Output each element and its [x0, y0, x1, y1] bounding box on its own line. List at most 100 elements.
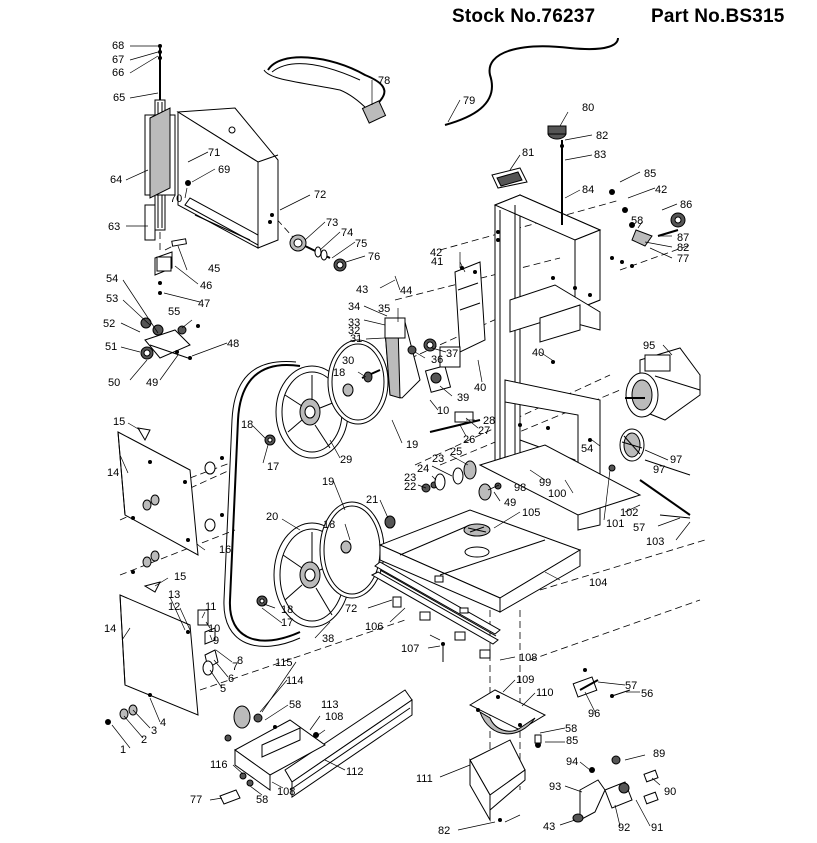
wheel-tires: [319, 339, 389, 599]
callout: 65: [113, 92, 125, 104]
callout: 106: [365, 621, 383, 633]
callout: 35: [378, 303, 390, 315]
callout: 11: [205, 601, 216, 613]
callout: 114: [286, 675, 304, 687]
callout: 87: [677, 232, 689, 244]
upper-wheel-housing: [176, 107, 279, 249]
callout: 17: [281, 617, 293, 629]
callout: 39: [457, 392, 469, 404]
callout: 26: [463, 434, 475, 446]
callout: 21: [366, 494, 378, 506]
callout: 15: [174, 571, 186, 583]
callout: 2: [141, 734, 147, 746]
part-number: Part No.BS315: [651, 6, 785, 27]
callout: 91: [651, 822, 663, 834]
callout: 24: [417, 463, 429, 475]
callout: 90: [664, 786, 676, 798]
callout: 81: [522, 147, 534, 159]
callout: 7: [232, 661, 238, 673]
callout: 9: [213, 635, 219, 647]
title-bar: Stock No.76237 Part No.BS315: [0, 6, 817, 32]
callout: 64: [110, 174, 122, 186]
callout: 34: [348, 301, 360, 313]
callout: 47: [198, 298, 210, 310]
callout: 97: [670, 454, 682, 466]
callout: 102: [620, 507, 638, 519]
callout: 112: [346, 766, 364, 778]
callout: 69: [218, 164, 230, 176]
callout: 46: [200, 280, 212, 292]
tension-assembly: [289, 234, 347, 272]
callout: 63: [108, 221, 120, 233]
callout: 48: [227, 338, 239, 350]
callout: 50: [108, 377, 120, 389]
callout: 6: [228, 673, 234, 685]
callout: 93: [549, 781, 561, 793]
upper-guide-parts: [140, 238, 200, 360]
callout: 95: [643, 340, 655, 352]
callout: 22: [404, 481, 416, 493]
callout: 8: [237, 655, 243, 667]
callout: 101: [606, 518, 624, 530]
saw-frame: [478, 194, 642, 531]
callout: 41: [431, 256, 443, 268]
callout: 82: [677, 242, 689, 254]
callout: 14: [104, 623, 116, 635]
work-table: [370, 509, 582, 662]
top-knob-assembly: [491, 125, 686, 268]
callout: 18: [281, 604, 293, 616]
callout: 53: [106, 293, 118, 305]
callout: 77: [190, 794, 202, 806]
callout: 70: [170, 193, 182, 205]
callout: 94: [566, 756, 578, 768]
callout: 56: [641, 688, 653, 700]
callout: 57: [633, 522, 645, 534]
callout: 85: [644, 168, 656, 180]
callout: 19: [322, 476, 334, 488]
callout: 79: [463, 95, 475, 107]
callout: 104: [589, 577, 607, 589]
callout: 58: [256, 794, 268, 806]
wheel-covers: [105, 427, 276, 725]
callout: 77: [677, 253, 689, 265]
callout: 78: [378, 75, 390, 87]
callout: 67: [112, 54, 124, 66]
callout: 110: [536, 687, 554, 699]
callout: 44: [400, 285, 412, 297]
tilt-lock-parts: [572, 514, 691, 823]
motor: [608, 347, 701, 516]
callout: 71: [208, 147, 220, 159]
callout: 5: [220, 683, 226, 695]
callout: 14: [107, 467, 119, 479]
callout: 115: [275, 657, 293, 669]
blade-guide-bracket: [424, 261, 486, 393]
trunnion-assembly: [468, 689, 547, 822]
callout: 28: [483, 415, 495, 427]
callout: 54: [581, 443, 593, 455]
callout: 49: [146, 377, 158, 389]
callout: 32: [348, 325, 360, 337]
callout: 18: [323, 519, 335, 531]
callout: 72: [345, 603, 357, 615]
dust-tube: [444, 37, 619, 126]
callout: 38: [322, 633, 334, 645]
callout: 97: [653, 464, 665, 476]
callout: 72: [314, 189, 326, 201]
callout: 111: [416, 773, 433, 785]
callout: 52: [103, 318, 115, 330]
callout: 20: [266, 511, 278, 523]
callout: 23: [432, 453, 444, 465]
callout: 10: [208, 623, 220, 635]
callout: 19: [406, 439, 418, 451]
stock-number: Stock No.76237: [452, 6, 596, 27]
callout: 108: [519, 652, 537, 664]
callout: 49: [504, 497, 516, 509]
callout: 82: [438, 825, 450, 837]
callout: 103: [646, 536, 664, 548]
callout: 51: [105, 341, 117, 353]
upper-shaft-parts: [361, 317, 437, 399]
callout: 55: [168, 306, 180, 318]
callout: 73: [326, 217, 338, 229]
callout: 113: [321, 699, 339, 711]
callout: 80: [582, 102, 594, 114]
